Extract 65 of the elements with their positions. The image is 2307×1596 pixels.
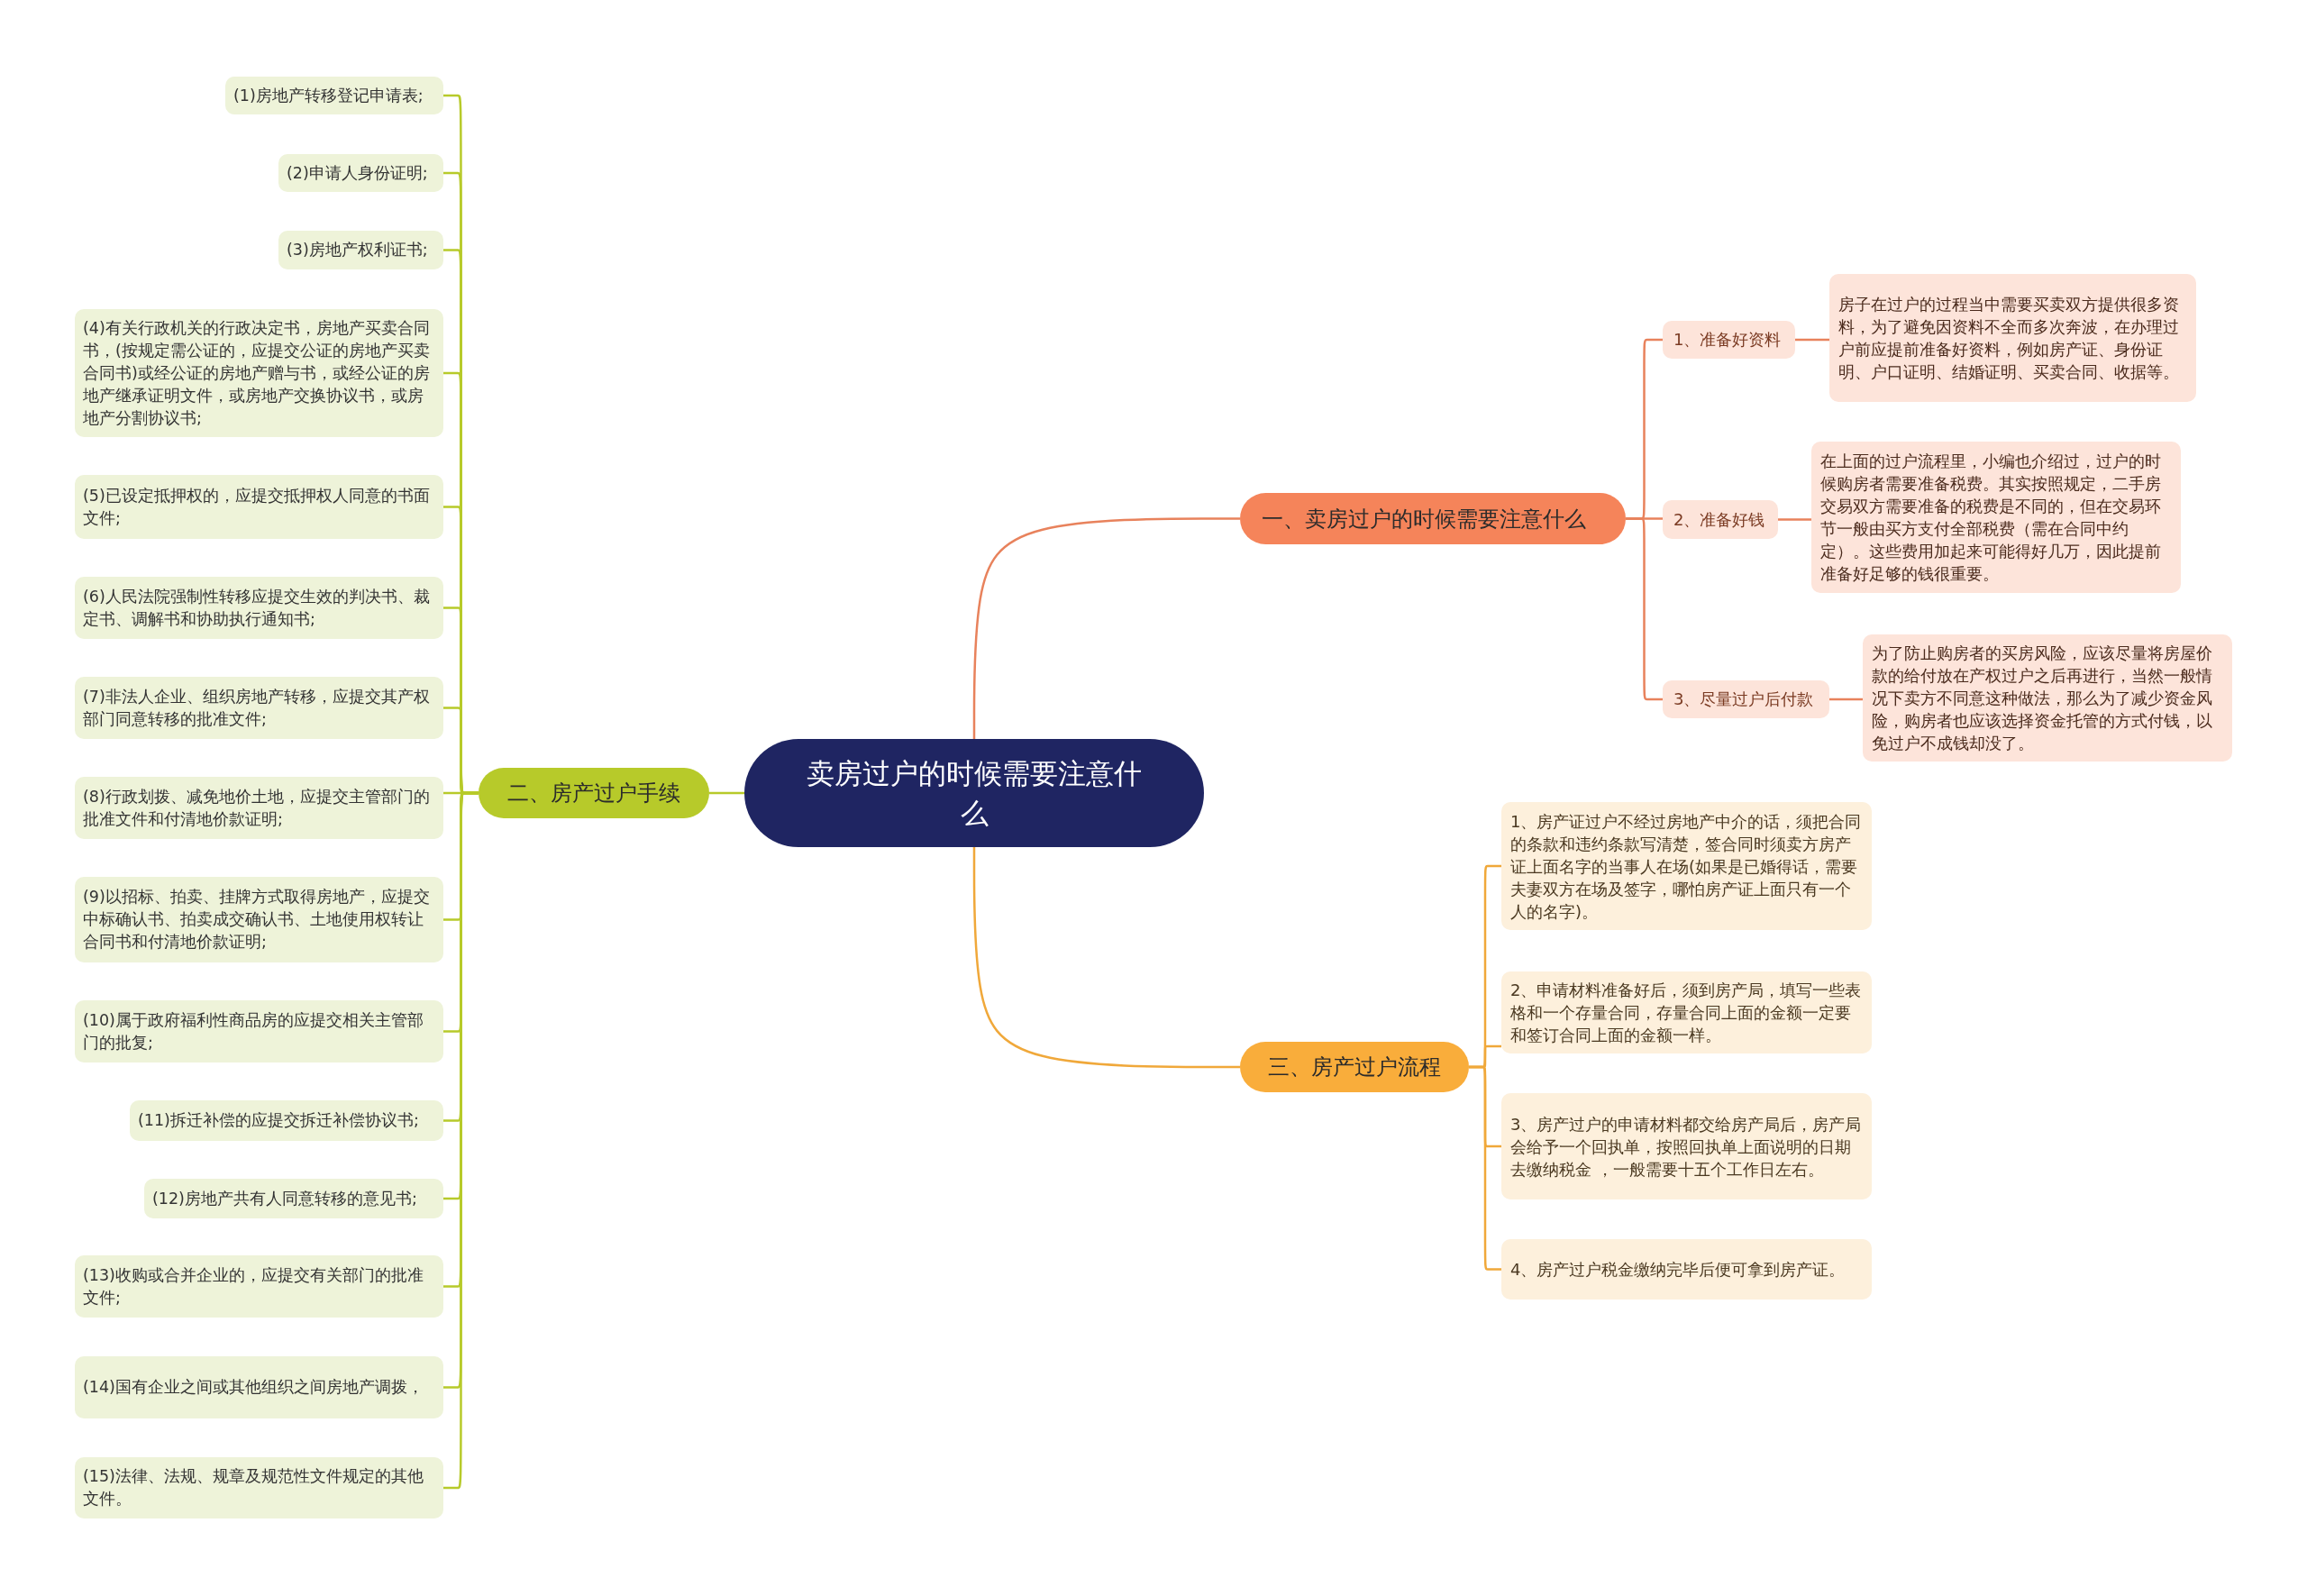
item-box [75,877,443,962]
topic-text: (6)人民法院强制性转移应提交生效的判决书、裁定书、调解书和协助执行通知书; [83,586,431,630]
topic-text: 三、房产过户流程 [1268,1053,1441,1081]
topic-text: 房子在过户的过程当中需要买卖双方提供很多资料，为了避免因资料不全而多次奔波，在办理过户前应提前准备好资料，例如房产证、身份证明、户口证明、结婚证明、买卖合同、收据等。 [1838,294,2180,383]
branch-topic [479,768,709,818]
item-box [75,309,443,437]
subtopic-box [1663,321,1795,359]
item-box [75,1255,443,1318]
note-box [1811,442,2181,593]
topic-text: (15)法律、法规、规章及规范性文件规定的其他文件。 [83,1466,424,1509]
topic-text: (10)属于政府福利性商品房的应提交相关主管部门的批复; [83,1009,424,1053]
topic-text: 2、准备好钱 [1673,508,1765,531]
topic-text: 卖房过户的时候需要注意什么 [806,756,1143,831]
topic-text: (5)已设定抵押权的，应提交抵押权人同意的书面文件; [83,485,431,529]
topic-text: (9)以招标、拍卖、挂牌方式取得房地产，应提交中标确认书、拍卖成交确认书、土地使用权转让合同书和付清地价款证明; [83,887,431,953]
topic-text: 4、房产过户税金缴纳完毕后便可拿到房产证。 [1510,1259,1846,1281]
item-box [75,1457,443,1518]
topic-text: 3、尽量过户后付款 [1673,689,1814,710]
subtopic-box [1663,680,1829,718]
topic-text: 1、准备好资料 [1673,329,1782,351]
item-box [75,1356,443,1418]
item-box [278,231,443,269]
note-box [1501,802,1872,930]
item-box [75,475,443,539]
topic-text: (8)行政划拨、减免地价土地，应提交主管部门的批准文件和付清地价款证明; [83,786,431,830]
topic-text: (11)拆迁补偿的应提交拆迁补偿协议书; [138,1110,419,1131]
topic-text: 在上面的过户流程里，小编也介绍过，过户的时候购房者需要准备税费。其实按照规定，二手房交易双方需要准备的税费是不同的，但在交易环节一般由买方支付全部税费（需在合同中约定）。这些费用加起来可能得好几万，因此提前准备好足够的钱很重要。 [1820,451,2162,585]
item-box [144,1179,443,1218]
branch-topic [1240,493,1626,544]
connector-line [1469,1065,1501,1271]
topic-text: (14)国有企业之间或其他组织之间房地产调拨， [83,1377,424,1398]
topic-text: (4)有关行政机关的行政决定书，房地产买卖合同书，(按规定需公证的，应提交公证的房地产买卖合同书)或经公证的房地产赠与书，或经公证的房地产继承证明文件，或房地产交换协议书，或房地产分割协议书; [83,317,431,429]
branch-topic [1240,1042,1469,1092]
topic-text: 二、房产过户手续 [507,780,680,807]
item-box [75,777,443,839]
note-box [1863,634,2232,762]
subtopic-box [1663,500,1778,539]
topic-text: 1、房产证过户不经过房地产中介的话，须把合同的条款和违约条款写清楚，签合同时须卖方房产证上面名字的当事人在场(如果是已婚得话，需要夫妻双方在场及签字，哪怕房产证上面只有一个人的名字)。 [1510,810,1863,923]
connector-line [1829,698,1863,701]
topic-text: (7)非法人企业、组织房地产转移，应提交其产权部门同意转移的批准文件; [83,686,431,730]
connector-line [1778,518,1811,521]
topic-text: 3、房产过户的申请材料都交给房产局后，房产局会给予一个回执单，按照回执单上面说明的日期去缴纳税金 ，一般需要十五个工作日左右。 [1510,1113,1863,1181]
topic-text: 为了防止购房者的买房风险，应该尽量将房屋价款的给付放在产权过户之后再进行，当然一般情况下卖方不同意这种做法，那么为了减少资金风险，购房者也应该选择资金托管的方式付钱，以免过户不成钱却没了。 [1872,643,2213,754]
note-box [1501,1093,1872,1199]
item-box [75,1000,443,1062]
topic-text: (2)申请人身份证明; [287,162,428,184]
item-box [75,577,443,639]
topic-text: (12)房地产共有人同意转移的意见书; [152,1188,417,1209]
topic-text: 2、申请材料准备好后，须到房产局，填写一些表格和一个存量合同，存量合同上面的金额一定要和签订合同上面的金额一样。 [1510,980,1863,1046]
note-box [1829,274,2196,402]
connector-line [972,847,1240,1069]
note-box [1501,971,1872,1053]
note-box [1501,1239,1872,1300]
topic-text: 一、卖房过户的时候需要注意什么 [1262,505,1586,534]
item-box [75,677,443,739]
connector-line [1626,517,1663,701]
topic-text: (1)房地产转移登记申请表; [233,85,424,106]
connector-line [709,791,744,795]
topic-text: (3)房地产权利证书; [287,240,428,260]
connector-line [972,517,1240,739]
topic-text: (13)收购或合并企业的，应提交有关部门的批准文件; [83,1264,424,1309]
item-box [225,77,443,114]
item-box [278,154,443,192]
connector-line [1795,338,1829,342]
item-box [130,1100,443,1141]
